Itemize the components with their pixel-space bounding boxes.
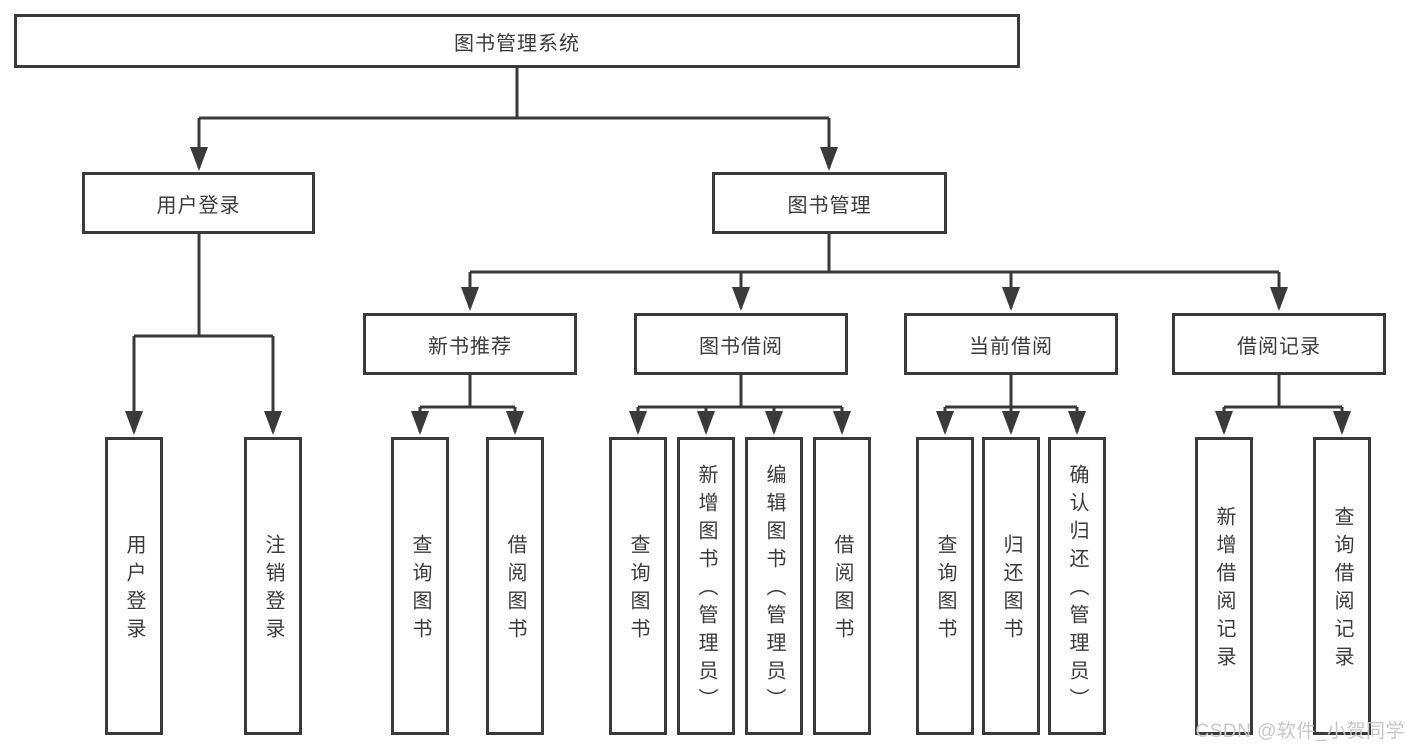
leaf-add-borrow-record: 新增借阅记录 bbox=[1195, 437, 1253, 735]
node-label: 借阅记录 bbox=[1237, 335, 1321, 358]
leaf-query-books-borrow: 查询图书 bbox=[609, 437, 667, 735]
node-label: 当前借阅 bbox=[969, 335, 1053, 358]
node-book-management-branch: 图书管理 bbox=[712, 172, 947, 234]
node-borrowing-records: 借阅记录 bbox=[1172, 313, 1386, 375]
node-label: 查询图书 bbox=[627, 534, 649, 646]
leaf-logout: 注销登录 bbox=[244, 437, 302, 735]
leaf-borrow-books-recommend: 借阅图书 bbox=[486, 437, 544, 735]
node-label: 归还图书 bbox=[1000, 534, 1022, 646]
node-root-system: 图书管理系统 bbox=[14, 14, 1020, 68]
node-label: 图书管理系统 bbox=[454, 32, 580, 55]
node-label: 借阅图书 bbox=[504, 534, 526, 646]
node-label: 用户登录 bbox=[156, 194, 241, 217]
node-label: 注销登录 bbox=[262, 534, 284, 646]
node-label: 新增图书（管理员） bbox=[695, 464, 717, 716]
leaf-query-borrow-record: 查询借阅记录 bbox=[1313, 437, 1371, 735]
node-label: 新增借阅记录 bbox=[1213, 506, 1235, 674]
leaf-confirm-return-admin: 确认归还（管理员） bbox=[1048, 437, 1106, 735]
node-label: 图书借阅 bbox=[699, 335, 783, 358]
leaf-query-books-current: 查询图书 bbox=[916, 437, 974, 735]
node-label: 查询借阅记录 bbox=[1331, 506, 1353, 674]
node-new-book-recommend: 新书推荐 bbox=[363, 313, 577, 375]
arrowhead-icons bbox=[125, 147, 1351, 435]
leaf-add-books-admin: 新增图书（管理员） bbox=[677, 437, 735, 735]
leaf-borrow-books: 借阅图书 bbox=[813, 437, 871, 735]
node-label: 用户登录 bbox=[123, 534, 145, 646]
node-label: 图书管理 bbox=[787, 194, 872, 217]
node-current-borrowing: 当前借阅 bbox=[904, 313, 1118, 375]
node-label: 新书推荐 bbox=[428, 335, 512, 358]
node-user-login-branch: 用户登录 bbox=[82, 172, 315, 234]
node-label: 查询图书 bbox=[934, 534, 956, 646]
node-label: 查询图书 bbox=[409, 534, 431, 646]
node-label: 借阅图书 bbox=[831, 534, 853, 646]
watermark: CSDN @软件_小贺同学 bbox=[1195, 721, 1405, 742]
leaf-query-books-recommend: 查询图书 bbox=[391, 437, 449, 735]
node-label: 编辑图书（管理员） bbox=[763, 464, 785, 716]
node-book-borrowing: 图书借阅 bbox=[634, 313, 848, 375]
node-label: 确认归还（管理员） bbox=[1066, 464, 1088, 716]
leaf-return-books: 归还图书 bbox=[982, 437, 1040, 735]
leaf-edit-books-admin: 编辑图书（管理员） bbox=[745, 437, 803, 735]
leaf-user-login: 用户登录 bbox=[105, 437, 163, 735]
